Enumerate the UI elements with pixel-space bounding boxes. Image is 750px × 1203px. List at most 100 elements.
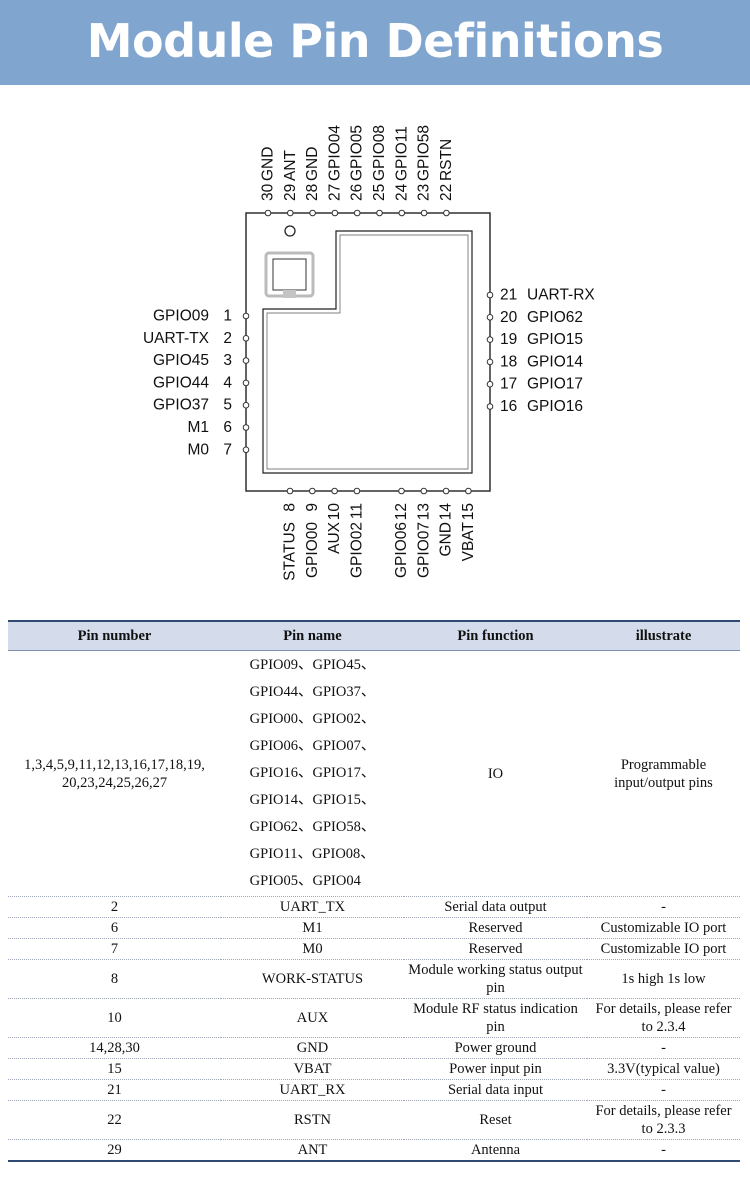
top-pin-number: 23 (416, 184, 433, 201)
io-pin-name-line: GPIO00、GPIO02、 (249, 711, 376, 727)
left-pin-number: 1 (223, 308, 232, 325)
pin-function-cell: Power input pin (404, 1058, 587, 1080)
pin-number-cell: 7 (8, 938, 221, 960)
antenna-hole-icon (284, 225, 296, 237)
left-pin-pad (242, 357, 250, 364)
left-pin-pad (242, 335, 250, 342)
bottom-pin-pad (353, 487, 361, 495)
pin-name-cell: M1 (221, 917, 404, 939)
left-pin-number: 4 (223, 374, 232, 391)
bottom-pin-pad (442, 487, 450, 495)
left-pin-name: UART-TX (143, 330, 210, 347)
bottom-pin-number: 11 (348, 503, 365, 519)
pin-illustrate-cell: - (587, 1079, 740, 1101)
left-pin-name: M1 (187, 419, 209, 436)
header-pin-name: Pin name (221, 621, 404, 651)
table-header-row: Pin number Pin name Pin function illustr… (8, 621, 740, 651)
pin-name-cell: UART_TX (221, 896, 404, 918)
left-pin-number: 6 (223, 419, 232, 436)
right-pin-name: GPIO16 (527, 398, 583, 415)
right-pin-pad (486, 403, 494, 410)
top-pin-name: GND (260, 147, 277, 181)
left-pin-name: M0 (187, 441, 209, 458)
pin-illustrate-cell: Customizable IO port (587, 938, 740, 960)
pin-number-cell: 22 (8, 1100, 221, 1140)
pin-illustrate-cell: Customizable IO port (587, 917, 740, 939)
top-pin-name: GPIO05 (349, 125, 366, 181)
top-pin-name: RSTN (438, 139, 455, 181)
right-pin-name: GPIO14 (527, 353, 583, 370)
left-pin-name: GPIO09 (153, 308, 209, 325)
pin-number-cell: 21 (8, 1079, 221, 1101)
io-pin-function: IO (404, 650, 587, 897)
pin-function-cell: Module working status output pin (404, 959, 587, 999)
pin-number-cell: 15 (8, 1058, 221, 1080)
pin-number-cell: 6 (8, 917, 221, 939)
pin-name-cell: RSTN (221, 1100, 404, 1140)
bottom-pin-pad (331, 487, 338, 495)
top-pin-pad (331, 209, 339, 217)
io-pin-name-line: GPIO14、GPIO15、 (249, 792, 376, 808)
top-pin-pad (309, 209, 316, 217)
io-pin-illustrate: Programmable input/output pins (587, 650, 740, 897)
right-pin-pad (486, 380, 494, 388)
bottom-pin-number: 14 (438, 503, 455, 521)
shield-can (262, 230, 473, 474)
top-pin-number: 26 (349, 184, 366, 201)
pin-illustrate-cell: 3.3V(typical value) (587, 1058, 740, 1080)
pin-illustrate-cell: 1s high 1s low (587, 959, 740, 999)
top-pin-pad (420, 209, 428, 217)
top-pin-pad (287, 209, 294, 217)
io-pin-name-line: GPIO44、GPIO37、 (249, 684, 376, 700)
right-pin-name: GPIO17 (527, 376, 583, 393)
bottom-pin-name: STATUS (282, 522, 299, 581)
table-row-io: 1,3,4,5,9,11,12,13,16,17,18,19, 20,23,24… (8, 650, 740, 897)
io-pin-name-line: GPIO62、GPIO58、 (249, 819, 376, 835)
io-pin-name-line: GPIO16、GPIO17、 (249, 765, 376, 781)
bottom-pin-number: 9 (304, 503, 321, 512)
pin-number-cell: 14,28,30 (8, 1037, 221, 1059)
top-pin-number: 27 (326, 184, 343, 201)
top-pin-pad (443, 209, 450, 217)
title-banner: Module Pin Definitions (0, 0, 750, 85)
shield-can-inner (266, 234, 469, 470)
left-pin-name: GPIO45 (153, 352, 209, 369)
io-pin-names: GPIO09、GPIO45、 GPIO44、GPIO37、 GPIO00、GPIO0… (221, 650, 404, 897)
io-pin-name-line: GPIO11、GPIO08、 (249, 846, 375, 862)
top-pin-name: GND (304, 147, 321, 181)
bottom-pin-number: 10 (326, 503, 343, 521)
io-pin-name-line: GPIO09、GPIO45、 (249, 657, 376, 673)
bottom-pin-name: GND (438, 522, 455, 556)
pin-number-cell: 8 (8, 959, 221, 999)
pin-function-cell: Serial data output (404, 896, 587, 918)
header-illustrate: illustrate (587, 621, 740, 651)
pin-function-cell: Power ground (404, 1037, 587, 1059)
pin-illustrate-cell: - (587, 1037, 740, 1059)
pin-name-cell: M0 (221, 938, 404, 960)
left-pin-number: 5 (223, 397, 232, 414)
left-pin-number: 3 (223, 352, 232, 369)
right-pin-number: 19 (500, 331, 517, 348)
left-pin-name: GPIO44 (153, 374, 209, 391)
bottom-pin-name: GPIO02 (348, 522, 365, 578)
pin-name-cell: WORK-STATUS (221, 959, 404, 999)
pin-name-cell: GND (221, 1037, 404, 1059)
right-pin-number: 17 (500, 376, 517, 393)
bottom-pin-name: GPIO00 (304, 522, 321, 578)
pin-illustrate-cell: For details, please refer to 2.3.4 (587, 998, 740, 1038)
top-pin-number: 29 (282, 184, 299, 201)
pin-function-cell: Serial data input (404, 1079, 587, 1101)
top-pin-pad (376, 209, 383, 217)
pin-number-cell: 29 (8, 1139, 221, 1162)
top-pin-pad (398, 209, 406, 217)
pin-name-cell: AUX (221, 998, 404, 1038)
top-pin-name: GPIO58 (416, 125, 433, 181)
left-pin-pad (242, 401, 250, 409)
